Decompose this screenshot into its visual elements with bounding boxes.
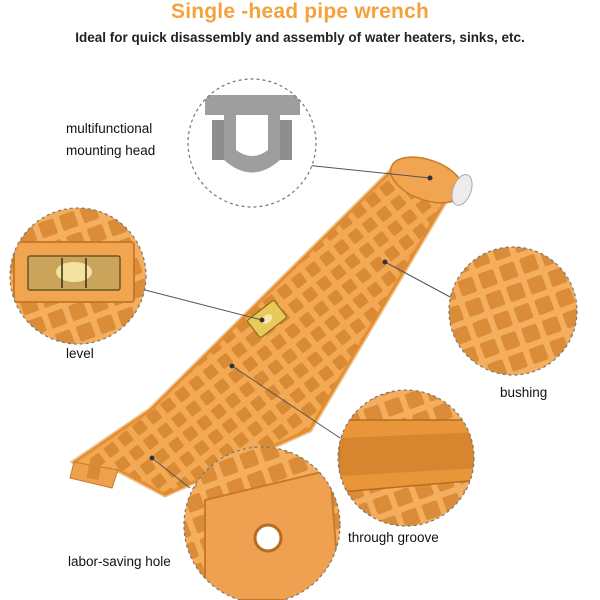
through-groove-zoom xyxy=(337,389,475,527)
level-zoom xyxy=(9,207,147,345)
mounting-head-zoom xyxy=(187,78,317,208)
bushing-zoom xyxy=(448,246,578,376)
callout-level: level xyxy=(66,346,94,361)
callout-through-groove: through groove xyxy=(348,530,439,545)
callout-labor-saving-hole: labor-saving hole xyxy=(68,554,171,569)
callout-mounting-head-line1: multifunctional xyxy=(66,121,153,136)
callout-mounting-head-line2: mounting head xyxy=(66,143,156,158)
page-title: Single -head pipe wrench xyxy=(170,0,429,23)
page-subtitle: Ideal for quick disassembly and assembly… xyxy=(75,30,525,45)
callout-bushing: bushing xyxy=(500,385,548,400)
callout-mounting-head: multifunctional mounting head xyxy=(66,118,206,162)
labor-saving-hole-zoom xyxy=(183,446,341,600)
wrench-body xyxy=(69,156,473,498)
